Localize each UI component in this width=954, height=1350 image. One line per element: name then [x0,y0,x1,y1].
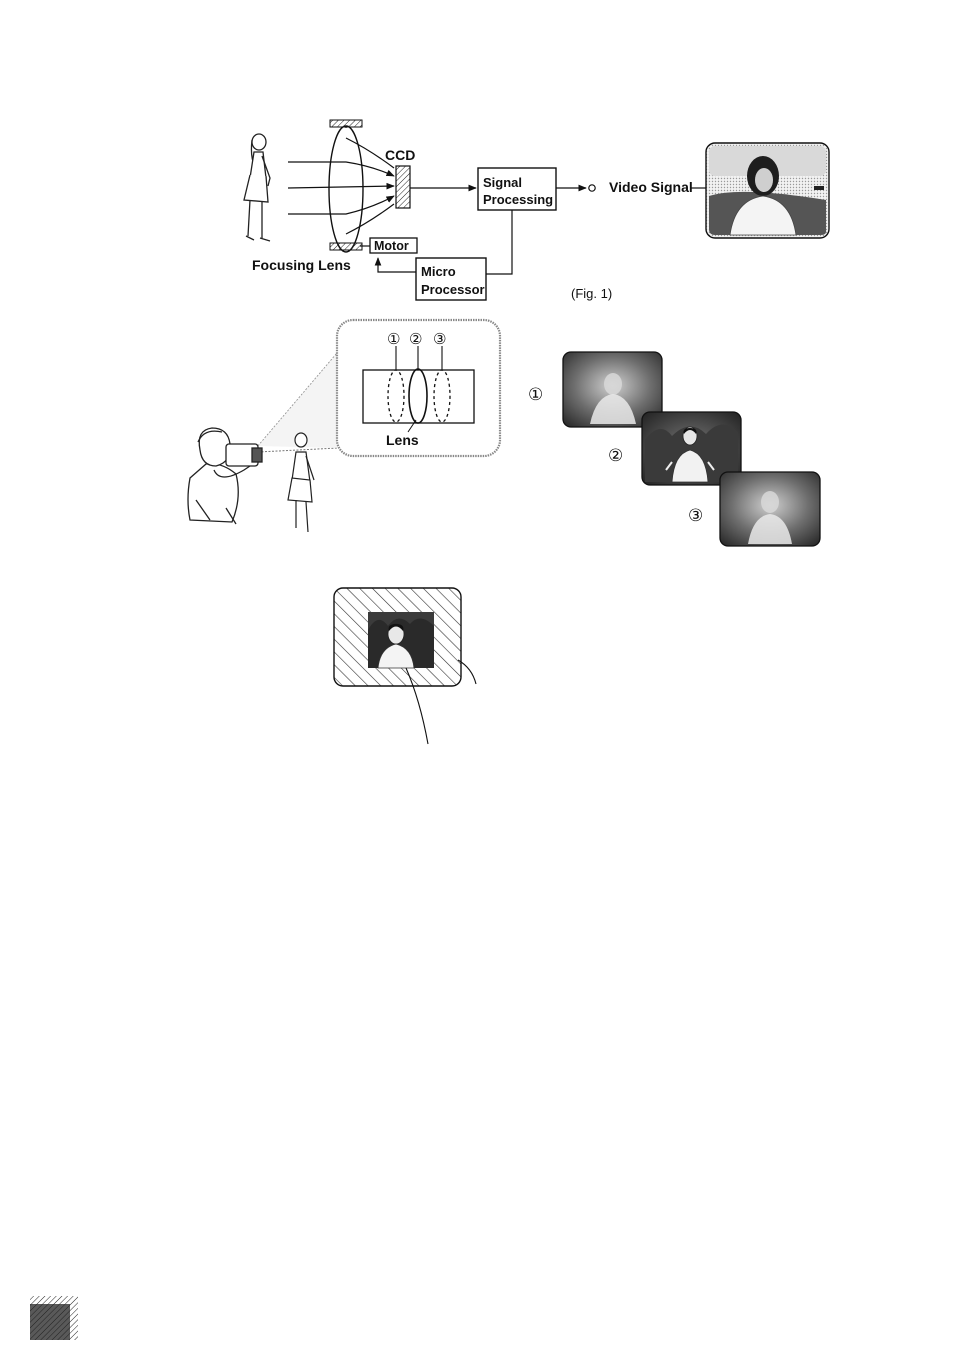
motor-label: Motor [374,239,409,253]
ccd-sensor [396,166,410,208]
corner-mark [30,1296,78,1340]
focusing-lens-icon [329,120,363,252]
fig3-focus-area-frame [334,588,476,744]
motor-box: Motor [370,238,417,253]
frame-3-blurred [720,472,820,546]
fig2-focus-positions: ① ② ③ Lens ① [188,320,820,546]
signal-processing-box: Signal Processing [478,168,556,210]
light-rays [288,138,394,234]
frame-number-2: ② [608,446,623,466]
video-output-photo [706,143,829,238]
focus-area-photo [368,612,434,668]
focusing-lens-label: Focusing Lens [252,257,351,273]
fig1-caption: (Fig. 1) [571,286,612,301]
signal-processing-label-2: Processing [483,192,553,207]
micro-processor-label-1: Micro [421,264,456,279]
lens-position-number-1: ① [387,330,400,348]
lens-position-number-3: ③ [433,330,446,348]
lens-label: Lens [386,432,419,448]
ccd-label: CCD [385,147,415,163]
fig1-block-diagram: CCD Signal Processing Video Signal [244,120,829,301]
micro-processor-label-2: Processor [421,282,485,297]
micro-processor-box: Micro Processor [416,258,486,300]
frame-number-1: ① [528,385,543,405]
cameraman-icon [188,428,262,524]
frame-number-3: ③ [688,506,703,526]
subject-figure-2-icon [288,433,314,532]
video-signal-label: Video Signal [609,179,693,195]
lens-position-number-2: ② [409,330,422,348]
output-terminal-icon [589,185,595,191]
signal-processing-label-1: Signal [483,175,522,190]
subject-figure-icon [244,134,270,241]
